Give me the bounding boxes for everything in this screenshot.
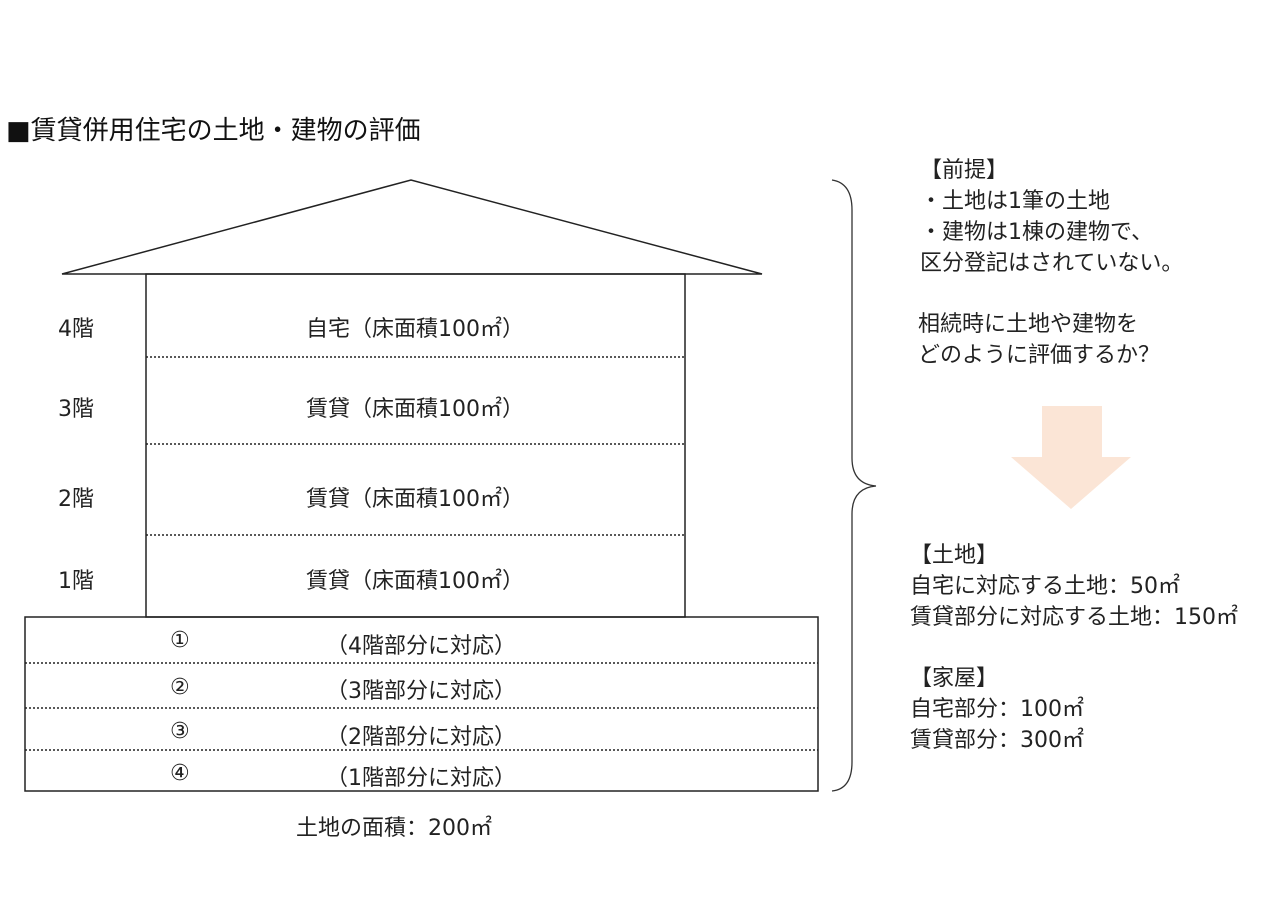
- land-row-number: ②: [170, 675, 190, 700]
- page-title: ■賃貸併用住宅の土地・建物の評価: [6, 116, 421, 146]
- floor-label-2: 2階: [58, 487, 94, 512]
- house-result-heading: 【家屋】: [910, 666, 999, 691]
- land-row-text: （4階部分に対応）: [326, 634, 516, 659]
- land-row-text: （1階部分に対応）: [326, 766, 516, 791]
- question-line: 相続時に土地や建物を: [918, 312, 1139, 337]
- land-row-number: ③: [170, 719, 190, 744]
- floor-text-4: 自宅（床面積100㎡）: [306, 317, 524, 342]
- question-line: どのように評価するか？: [918, 343, 1161, 368]
- floor-text-2: 賃貸（床面積100㎡）: [306, 487, 524, 512]
- house-result-line: 賃貸部分：300㎡: [910, 728, 1084, 753]
- floor-label-4: 4階: [58, 317, 94, 342]
- land-row-number: ①: [170, 628, 190, 653]
- down-arrow-icon: [1011, 406, 1131, 509]
- floor-label-3: 3階: [58, 397, 94, 422]
- land-row-text: （2階部分に対応）: [326, 725, 516, 750]
- premise-line: 区分登記はされていない。: [920, 251, 1184, 276]
- land-area-label: 土地の面積：200㎡: [296, 816, 492, 841]
- land-outline: [24, 616, 819, 792]
- premise-heading: 【前提】: [920, 158, 1009, 183]
- floor-text-1: 賃貸（床面積100㎡）: [306, 569, 524, 594]
- land-result-line: 賃貸部分に対応する土地：150㎡: [910, 605, 1238, 630]
- floor-text-3: 賃貸（床面積100㎡）: [306, 397, 524, 422]
- floor-label-1: 1階: [58, 569, 94, 594]
- land-result-heading: 【土地】: [910, 543, 999, 568]
- house-result-line: 自宅部分：100㎡: [910, 697, 1084, 722]
- land-row-text: （3階部分に対応）: [326, 679, 516, 704]
- roof: [61, 179, 763, 275]
- premise-line: ・土地は1筆の土地: [920, 189, 1110, 214]
- land-result-line: 自宅に対応する土地：50㎡: [910, 574, 1180, 599]
- land-row-number: ④: [170, 761, 190, 786]
- curly-brace: [831, 179, 877, 792]
- premise-line: ・建物は1棟の建物で、: [920, 220, 1154, 245]
